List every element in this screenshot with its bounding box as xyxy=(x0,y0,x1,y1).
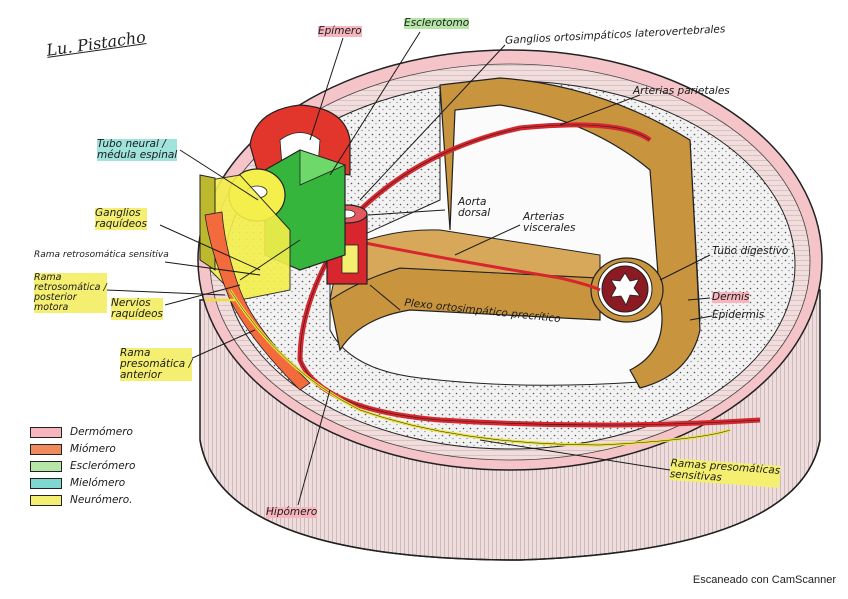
legend-label: Neurómero. xyxy=(70,494,133,506)
label-rama-retrosomatica-motora: Rama retrosomática / posterior motora xyxy=(34,272,107,313)
legend-swatch xyxy=(30,495,62,506)
lateral-plate-brown xyxy=(439,77,701,389)
label-rama-retrosomatica-sensitiva: Rama retrosomática sensitiva xyxy=(34,250,169,260)
label-hipomero: Hipómero xyxy=(266,506,318,518)
label-esclerotomo: Esclerotomo xyxy=(404,17,470,29)
label-ganglios-raquideos: Ganglios raquídeos xyxy=(95,207,148,230)
legend-swatch xyxy=(30,461,62,472)
legend-swatch xyxy=(30,444,62,455)
label-rama-presomatica-anterior: Rama presomática / anterior xyxy=(120,347,193,381)
label-tubo-digestivo: Tubo digestivo xyxy=(712,245,789,257)
legend-label: Miómero xyxy=(70,443,116,455)
legend-label: Dermómero xyxy=(70,426,133,438)
label-epimero: Epímero xyxy=(318,25,362,37)
scanner-footer: Escaneado con CamScanner xyxy=(692,574,836,586)
label-nervios-raquideos: Nervios raquídeos xyxy=(111,297,164,320)
label-dermis: Dermis xyxy=(712,291,750,303)
visceral-artery xyxy=(349,238,601,292)
label-epidermis: Epidermis xyxy=(712,309,765,321)
legend-swatch xyxy=(30,427,62,438)
label-aorta-dorsal: Aorta dorsal xyxy=(458,196,491,219)
label-arterias-parietales: Arterias parietales xyxy=(633,85,730,97)
label-arterias-viscerales: Arterias viscerales xyxy=(523,211,576,234)
myotome xyxy=(204,211,311,391)
label-tubo-neural: Tubo neural / médula espinal xyxy=(97,138,178,161)
legend-label: Mielómero xyxy=(70,477,126,489)
legend-label: Esclerómero xyxy=(70,460,136,472)
legend-swatch xyxy=(30,478,62,489)
